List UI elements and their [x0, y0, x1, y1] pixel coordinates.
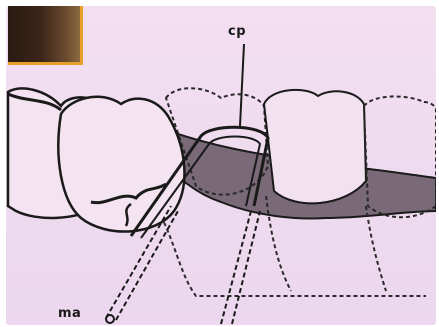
illustration-frame: cp ma — [6, 6, 436, 325]
molar-main — [58, 97, 184, 232]
label-cp: cp — [228, 24, 246, 39]
gum-line — [161, 216, 426, 296]
dental-diagram — [6, 6, 436, 325]
tooth-root-dashed-2 — [366, 206, 386, 291]
probe-tip — [106, 315, 114, 323]
cp-leader — [240, 44, 244, 126]
tooth-2 — [264, 90, 366, 203]
label-ma: ma — [58, 306, 81, 321]
